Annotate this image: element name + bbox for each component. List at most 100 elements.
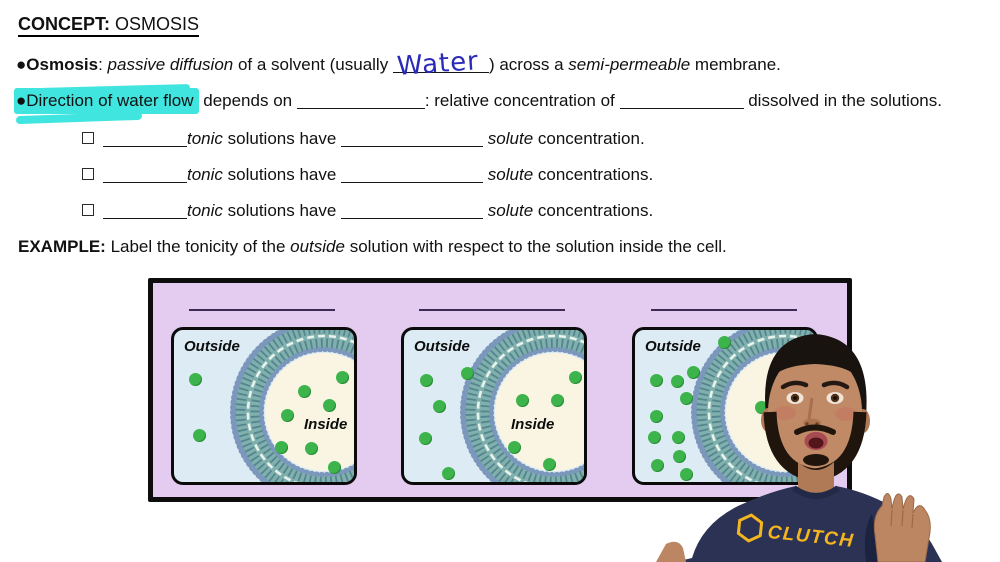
solute-dot [298,385,311,398]
solute-word: solute [487,165,534,184]
solute-dot [673,450,686,463]
solute-dot [671,375,684,388]
tonicity-answer-line [419,309,565,311]
solute-dot [433,400,446,413]
cell-membrane-illustration [460,330,584,482]
example-text2: solution with respect to the solution in… [344,237,727,256]
solute-dot [543,458,556,471]
outside-label: Outside [414,338,470,355]
concentration-blank [341,130,484,147]
tonicity-answer-line [651,309,797,311]
example-line: EXAMPLE: Label the tonicity of the outsi… [18,235,727,259]
solute-dot [281,409,294,422]
instructor-arm [656,541,686,562]
solute-dot [323,399,336,412]
passive-diffusion-text: passive diffusion [107,55,234,74]
instructor-nostril [805,422,809,426]
solute-dot [419,432,432,445]
instructor-hand [873,493,931,562]
tonic-item-1: tonic solutions have solute concentratio… [82,127,645,151]
instructor-eyebrow [780,380,809,390]
tonicity-answer-line [189,309,335,311]
cell-panel: Outside Inside [171,327,357,485]
instructor-collar [792,485,840,499]
direction-highlight-text: Direction of water flow [26,91,194,110]
osmosis-text1: of a solvent (usually [233,55,393,74]
solute-dot [508,441,521,454]
instructor-hairline [765,336,865,408]
solute-dot [442,467,455,480]
tonic-word: tonic [187,201,223,220]
checkbox-icon [82,204,94,216]
semi-permeable-text: semi-permeable [568,55,691,74]
direction-text2: : relative concentration of [424,91,620,110]
instructor-nose [807,397,814,420]
bullet-icon: ● [16,91,27,110]
prefix-blank [103,130,187,147]
tonic-item-2: tonic solutions have solute concentratio… [82,163,653,187]
tonic-word: tonic [187,129,223,148]
tonic-tail: concentrations. [533,165,654,184]
checkbox-icon [82,168,94,180]
outside-word: outside [290,237,345,256]
concept-label: CONCEPT: [18,14,111,34]
osmosis-text2: ) across a [488,55,569,74]
instructor-chin-patch [803,454,829,466]
outside-label: Outside [184,338,240,355]
instructor-neck [798,462,834,500]
direction-line: ●Direction of water flow depends on : re… [14,84,942,125]
tonic-item-3: tonic solutions have solute concentratio… [82,199,653,223]
tonic-word: tonic [187,165,223,184]
solute-dot [461,367,474,380]
instructor-eyebrow [821,380,850,390]
water-fill-blank: Water [392,46,489,82]
tonic-tail: concentrations. [533,201,654,220]
solute-dot [672,431,685,444]
direction-text1: depends on [198,91,297,110]
solute-dot [569,371,582,384]
highlighted-phrase: ●Direction of water flow [14,88,199,114]
handwritten-water: Water [395,46,480,82]
osmosis-definition-line: ●Osmosis: passive diffusion of a solvent… [16,46,781,82]
solute-dot [648,431,661,444]
solute-dot [650,374,663,387]
solute-dot [328,461,341,474]
instructor-face [768,350,862,474]
instructor-cheek [774,406,796,420]
solute-dot [718,336,731,349]
concept-underline: CONCEPT: OSMOSIS [18,14,200,37]
concentration-blank [341,166,484,183]
solute-dots-layer [174,330,354,482]
solute-dot [551,394,564,407]
osmosis-sep: : [98,55,108,74]
clutch-hexagon-icon [736,513,764,543]
tonicity-blank [296,92,425,109]
tonic-mid: solutions have [222,165,342,184]
checkbox-icon [82,132,94,144]
concentration-blank [341,202,484,219]
solute-word: solute [487,201,534,220]
inside-label: Inside [511,416,555,433]
bullet-icon: ● [16,55,27,74]
solute-dot [336,371,349,384]
solute-dot [651,459,664,472]
solute-dot [305,442,318,455]
solute-dot [680,468,693,481]
osmosis-term: Osmosis [26,55,99,74]
solute-dot [680,392,693,405]
example-label: EXAMPLE: [18,237,106,256]
tonic-tail: concentration. [533,129,645,148]
instructor: CLUTCH [656,334,942,562]
solute-dot [193,429,206,442]
tonic-mid: solutions have [222,129,342,148]
prefix-blank [103,166,187,183]
osmosis-text3: membrane. [690,55,781,74]
instructor-cheek [835,407,857,421]
instructor-pupil [793,396,797,400]
solute-word: solute [487,129,534,148]
instructor-mouth-inner [808,437,824,449]
finger-gap [890,509,914,529]
solute-dot [650,410,663,423]
concept-header: CONCEPT: OSMOSIS [18,12,200,37]
solute-dot [275,441,288,454]
